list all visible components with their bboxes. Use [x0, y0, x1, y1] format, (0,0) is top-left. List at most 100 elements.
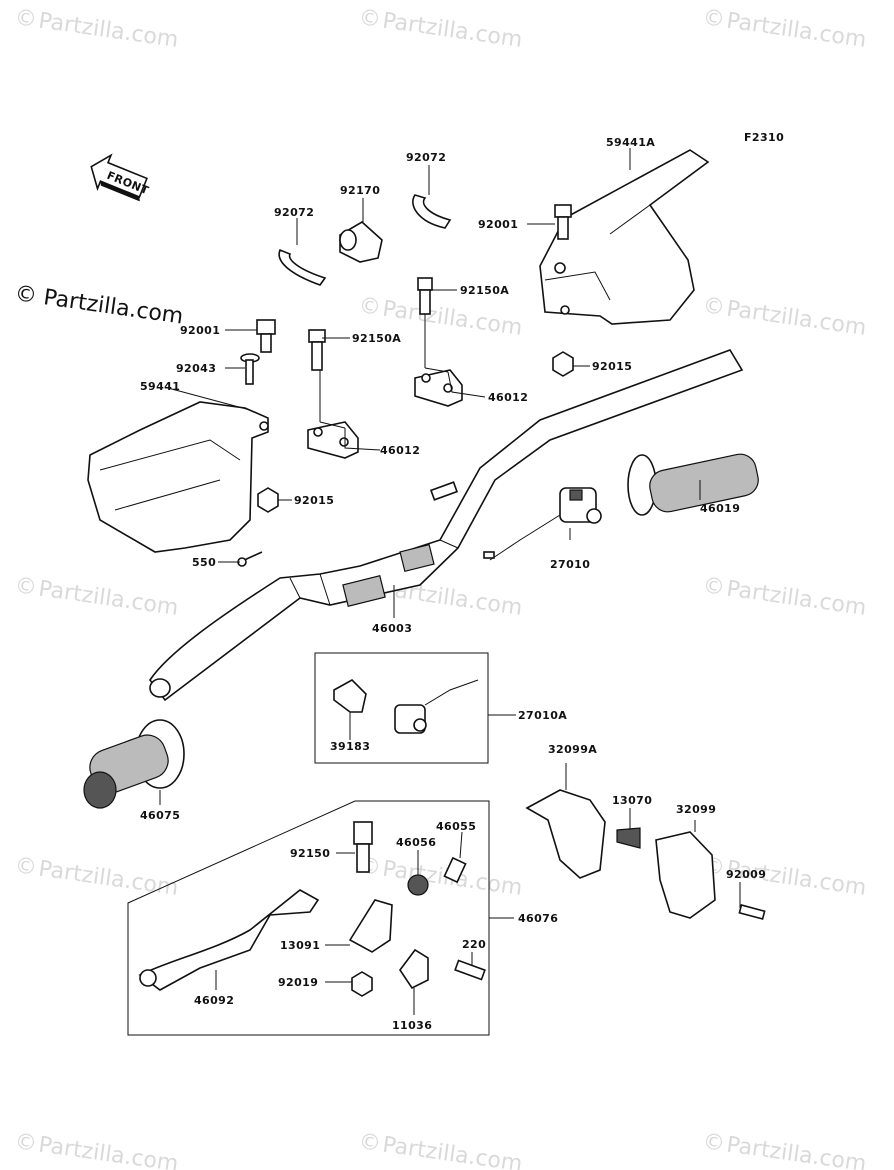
pin-92043 [240, 353, 260, 385]
part-label-92150[interactable]: 92150 [290, 847, 330, 860]
diagram-code: F2310 [744, 131, 784, 144]
watermark: ©Partzilla.com [701, 1129, 868, 1170]
part-label-46075[interactable]: 46075 [140, 809, 180, 822]
grip-46075 [83, 719, 185, 809]
watermark: ©Partzilla.com [13, 853, 180, 901]
part-label-46019[interactable]: 46019 [700, 502, 740, 515]
svg-text:Partzilla.com: Partzilla.com [381, 9, 524, 53]
part-label-46012[interactable]: 46012 [488, 391, 528, 404]
adjuster-46056 [407, 874, 429, 896]
watermark-prominent: © Partzilla.com [13, 281, 185, 329]
part-label-27010A[interactable]: 27010A [518, 709, 567, 722]
svg-text:©: © [357, 1129, 382, 1157]
cover-13070 [616, 827, 641, 849]
svg-text:©: © [357, 293, 382, 321]
watermark: ©Partzilla.com [701, 5, 868, 53]
lever-holder-13091 [348, 899, 393, 953]
watermark: ©Partzilla.com [13, 5, 180, 53]
svg-text:Partzilla.com: Partzilla.com [725, 577, 868, 621]
holder-32099A [525, 789, 606, 879]
hand-guard-left [87, 401, 269, 553]
part-label-32099A[interactable]: 32099A [548, 743, 597, 756]
band-92072-left [278, 248, 327, 286]
watermark: ©Partzilla.com [701, 573, 868, 621]
svg-text:Partzilla.com: Partzilla.com [37, 9, 180, 53]
watermark: ©Partzilla.com [701, 293, 868, 341]
holder-46012-left [307, 421, 359, 459]
watermark: ©Partzilla.com [357, 1129, 524, 1170]
part-label-32099[interactable]: 32099 [676, 803, 716, 816]
part-label-46056[interactable]: 46056 [396, 836, 436, 849]
watermark: ©Partzilla.com [357, 5, 524, 53]
handlebar-pad [399, 543, 435, 573]
svg-text:Partzilla.com: Partzilla.com [725, 297, 868, 341]
clamp-92170 [339, 221, 383, 263]
bolt-220 [454, 959, 486, 981]
part-label-11036[interactable]: 11036 [392, 1019, 432, 1032]
part-label-92072[interactable]: 92072 [274, 206, 314, 219]
bolt-92001-right [554, 204, 572, 240]
clamp-39183 [333, 679, 367, 713]
part-label-39183[interactable]: 39183 [330, 740, 370, 753]
part-label-220[interactable]: 220 [462, 938, 486, 951]
part-label-92001[interactable]: 92001 [180, 324, 220, 337]
svg-text:©: © [357, 5, 382, 33]
handlebar [149, 349, 744, 702]
part-label-46012[interactable]: 46012 [380, 444, 420, 457]
band-92072-right [412, 194, 452, 229]
part-label-27010[interactable]: 27010 [550, 558, 590, 571]
svg-text:©: © [701, 1129, 726, 1157]
part-label-13070[interactable]: 13070 [612, 794, 652, 807]
part-label-46092[interactable]: 46092 [194, 994, 234, 1007]
part-label-550[interactable]: 550 [192, 556, 216, 569]
svg-text:Partzilla.com: Partzilla.com [37, 577, 180, 621]
svg-text:Partzilla.com: Partzilla.com [381, 1133, 524, 1170]
svg-text:©: © [701, 5, 726, 33]
svg-text:©: © [13, 853, 38, 881]
leader-lines [159, 148, 741, 1015]
part-label-92019[interactable]: 92019 [278, 976, 318, 989]
clamp-11036 [399, 948, 429, 990]
handlebar-pad [342, 575, 386, 607]
screw-92009 [738, 904, 766, 920]
svg-text:©: © [13, 573, 38, 601]
switch-27010A [394, 679, 479, 734]
svg-text:Partzilla.com: Partzilla.com [725, 1133, 868, 1170]
part-label-59441[interactable]: 59441 [140, 380, 180, 393]
holder-32099 [655, 831, 716, 919]
bolt-92150A-left [308, 329, 326, 371]
part-label-92015[interactable]: 92015 [592, 360, 632, 373]
switch-27010 [483, 487, 602, 561]
nut-92015-left [257, 487, 279, 513]
part-label-46076[interactable]: 46076 [518, 912, 558, 925]
part-label-46055[interactable]: 46055 [436, 820, 476, 833]
bolt-92150 [353, 821, 373, 873]
part-labels: 59441A 92072 92170 92072 92001 92150A 92… [140, 136, 766, 1032]
adjuster-46055 [443, 856, 467, 884]
part-label-92043[interactable]: 92043 [176, 362, 216, 375]
watermark: ©Partzilla.com [13, 573, 180, 621]
bolt-92001-left [256, 319, 276, 353]
part-label-92009[interactable]: 92009 [726, 868, 766, 881]
part-label-92150A[interactable]: 92150A [460, 284, 509, 297]
part-label-92072[interactable]: 92072 [406, 151, 446, 164]
nut-92015-right [552, 351, 574, 377]
svg-text:© Partzilla.com: © Partzilla.com [13, 281, 185, 329]
part-label-92001[interactable]: 92001 [478, 218, 518, 231]
svg-text:Partzilla.com: Partzilla.com [37, 1133, 180, 1170]
svg-text:Partzilla.com: Partzilla.com [725, 9, 868, 53]
grip-46019 [627, 453, 759, 516]
part-label-59441A[interactable]: 59441A [606, 136, 655, 149]
part-label-92150A[interactable]: 92150A [352, 332, 401, 345]
part-label-92170[interactable]: 92170 [340, 184, 380, 197]
part-label-46003[interactable]: 46003 [372, 622, 412, 635]
lever-46092 [138, 889, 320, 991]
bolt-92150A-right [417, 277, 433, 315]
nut-92019 [351, 971, 373, 997]
svg-text:©: © [13, 1129, 38, 1157]
group-box-46076 [127, 800, 490, 1036]
part-label-92015[interactable]: 92015 [294, 494, 334, 507]
svg-text:©: © [13, 5, 38, 33]
part-label-13091[interactable]: 13091 [280, 939, 320, 952]
